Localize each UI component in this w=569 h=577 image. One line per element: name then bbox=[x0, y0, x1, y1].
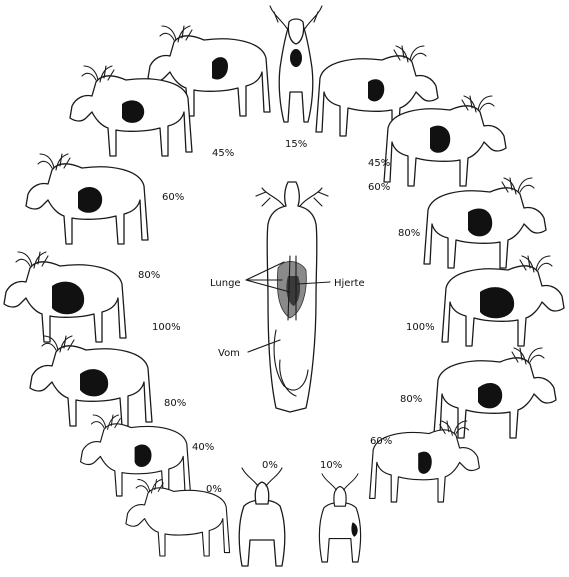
vital-zone-spot bbox=[290, 49, 302, 67]
pct-lower-left-80: 80% bbox=[164, 398, 186, 409]
pct-right-80: 80% bbox=[398, 228, 420, 239]
moose-left-60 bbox=[26, 154, 148, 244]
pct-right-100: 100% bbox=[406, 322, 435, 333]
moose-left-80 bbox=[4, 252, 126, 342]
pct-right-60: 60% bbox=[368, 182, 390, 193]
moose-bottom-rear bbox=[239, 468, 285, 566]
moose-right-80 bbox=[424, 178, 546, 268]
vital-zone-spot bbox=[122, 100, 144, 123]
central-topview-moose bbox=[256, 182, 328, 412]
pct-right-60-low: 60% bbox=[370, 436, 392, 447]
moose-right-80-low bbox=[434, 348, 556, 438]
label-lunge: Lunge bbox=[210, 278, 241, 289]
label-vom: Vom bbox=[218, 348, 240, 359]
pct-left-100: 100% bbox=[152, 322, 181, 333]
pct-top-center: 15% bbox=[285, 139, 307, 150]
pct-left-40: 40% bbox=[192, 442, 214, 453]
vital-zone-spot bbox=[468, 208, 492, 236]
vital-zone-spot bbox=[478, 383, 502, 408]
moose-left-40 bbox=[81, 415, 191, 496]
moose-left-80-low bbox=[30, 336, 152, 426]
pct-upper-left: 45% bbox=[212, 148, 234, 159]
moose-right-100 bbox=[442, 256, 564, 346]
vital-zone-spot bbox=[80, 369, 108, 396]
pct-right-10: 10% bbox=[320, 460, 342, 471]
pct-left-60: 60% bbox=[162, 192, 184, 203]
pct-upper-right: 45% bbox=[368, 158, 390, 169]
moose-right-60 bbox=[384, 96, 506, 186]
moose-left-45 bbox=[70, 66, 192, 156]
pct-left-80: 80% bbox=[138, 270, 160, 281]
pct-left-0: 0% bbox=[206, 484, 222, 495]
pct-lower-right-80: 80% bbox=[400, 394, 422, 405]
pct-center-0: 0% bbox=[262, 460, 278, 471]
moose-right-10 bbox=[319, 474, 360, 562]
label-hjerte: Hjerte bbox=[334, 278, 365, 289]
moose-top-front bbox=[270, 6, 322, 122]
